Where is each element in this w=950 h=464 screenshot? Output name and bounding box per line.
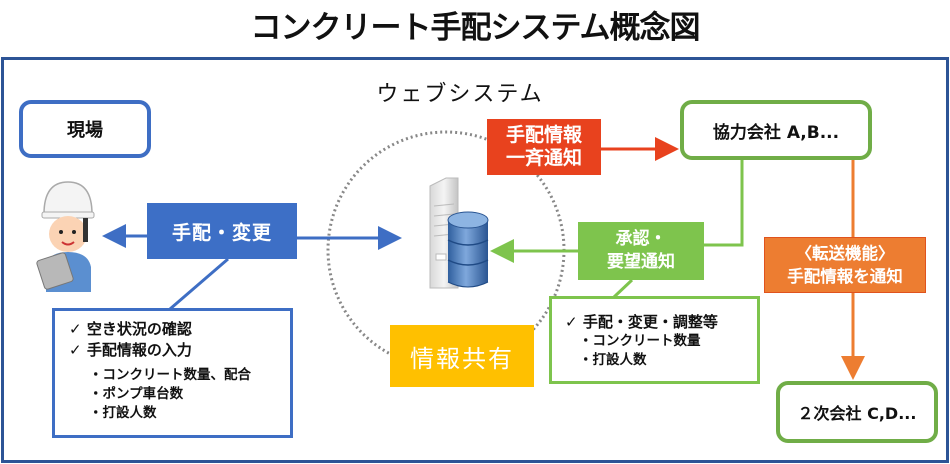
partner-company-label: 協力会社 A,B...: [712, 122, 840, 143]
check-icon: ✓: [69, 341, 82, 359]
partner-info-box: ✓ 手配・変更・調整等 ・コンクリート数量 ・打設人数: [549, 296, 760, 384]
check-item: ✓ 手配・変更・調整等: [565, 313, 718, 331]
worker-with-tablet-icon: [36, 181, 95, 292]
diagram-frame: [1, 57, 949, 463]
arrange-change-label: 手配・変更: [147, 203, 297, 259]
site-box: 現場: [19, 100, 151, 158]
callout-line-left: [169, 257, 229, 311]
check-icon: ✓: [565, 313, 578, 331]
site-info-box: ✓ 空き状況の確認 ✓ 手配情報の入力 ・コンクリート数量、配合 ・ポンプ車台数…: [52, 308, 293, 438]
check-item: ✓ 手配情報の入力: [69, 341, 192, 359]
info-sharing-label: 情報共有: [390, 325, 534, 387]
bullet-item: ・コンクリート数量、配合: [89, 367, 251, 383]
partner-to-approval-line: [704, 160, 744, 247]
approval-request-label: 承認・ 要望通知: [578, 222, 704, 280]
bullet-item: ・コンクリート数量: [579, 333, 701, 349]
secondary-company-box: ２次会社 C,D...: [776, 381, 938, 443]
database-server-icon: [429, 177, 489, 289]
callout-line-right: [612, 278, 634, 299]
check-icon: ✓: [69, 320, 82, 338]
secondary-company-label: ２次会社 C,D...: [797, 404, 917, 423]
web-system-label: ウェブシステム: [376, 82, 544, 107]
bullet-item: ・打設人数: [89, 405, 157, 421]
partner-company-box: 協力会社 A,B...: [680, 100, 872, 160]
forward-function-label: 〈転送機能〉 手配情報を通知: [764, 237, 926, 293]
diagram-title: コンクリート手配システム概念図: [250, 10, 700, 46]
check-item: ✓ 空き状況の確認: [69, 320, 192, 338]
bullet-item: ・打設人数: [579, 352, 647, 368]
bullet-item: ・ポンプ車台数: [89, 386, 184, 402]
broadcast-notification-label: 手配情報 一斉通知: [487, 119, 601, 175]
site-label: 現場: [67, 120, 103, 141]
